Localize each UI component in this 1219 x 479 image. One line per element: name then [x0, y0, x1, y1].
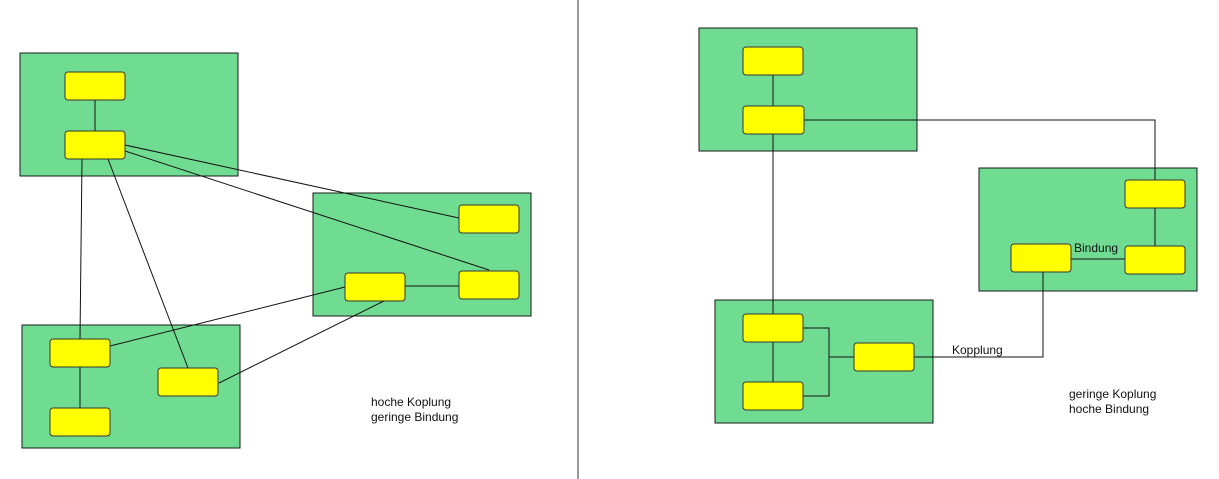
- left-panel: hoche Koplung geringe Bindung: [19, 52, 532, 449]
- right-top-component-1: [742, 46, 804, 76]
- left-caption-line2: geringe Bindung: [371, 410, 458, 424]
- cohesion-label: Bindung: [1074, 241, 1118, 255]
- left-top-component-2: [64, 130, 126, 160]
- wire: [914, 272, 1044, 358]
- wire: [107, 158, 189, 369]
- right-right-component-2: [1010, 243, 1072, 273]
- right-caption-line2: hoche Bindung: [1069, 402, 1149, 416]
- right-bottom-component-1: [742, 313, 804, 343]
- right-module-top: [698, 27, 918, 152]
- wire: [218, 300, 385, 384]
- coupling-label: Kopplung: [952, 343, 1003, 357]
- right-top-component-2: [742, 105, 805, 135]
- left-caption-line1: hoche Koplung: [371, 395, 451, 409]
- wire: [109, 286, 346, 347]
- wire: [124, 150, 490, 271]
- left-bottom-component-2: [157, 367, 219, 397]
- left-right-component-3: [458, 270, 520, 300]
- right-panel: Bindung Kopplung geringe Koplung hoche B…: [698, 27, 1198, 424]
- left-wires: [79, 100, 490, 408]
- left-bottom-component-3: [49, 407, 111, 437]
- wire: [803, 327, 830, 397]
- left-right-component-2: [344, 272, 406, 302]
- right-bottom-component-3: [742, 381, 804, 411]
- left-right-component-1: [458, 204, 520, 234]
- wire: [79, 158, 83, 340]
- right-wires: [772, 75, 1156, 397]
- left-bottom-component-1: [49, 338, 111, 368]
- right-caption-line1: geringe Koplung: [1069, 387, 1156, 401]
- left-top-component-1: [64, 71, 126, 101]
- right-bottom-component-2: [853, 342, 915, 372]
- left-module-top: [19, 52, 239, 177]
- right-right-component-1: [1124, 179, 1186, 209]
- right-right-component-3: [1124, 245, 1186, 275]
- wire: [124, 144, 460, 219]
- wire: [804, 119, 1156, 180]
